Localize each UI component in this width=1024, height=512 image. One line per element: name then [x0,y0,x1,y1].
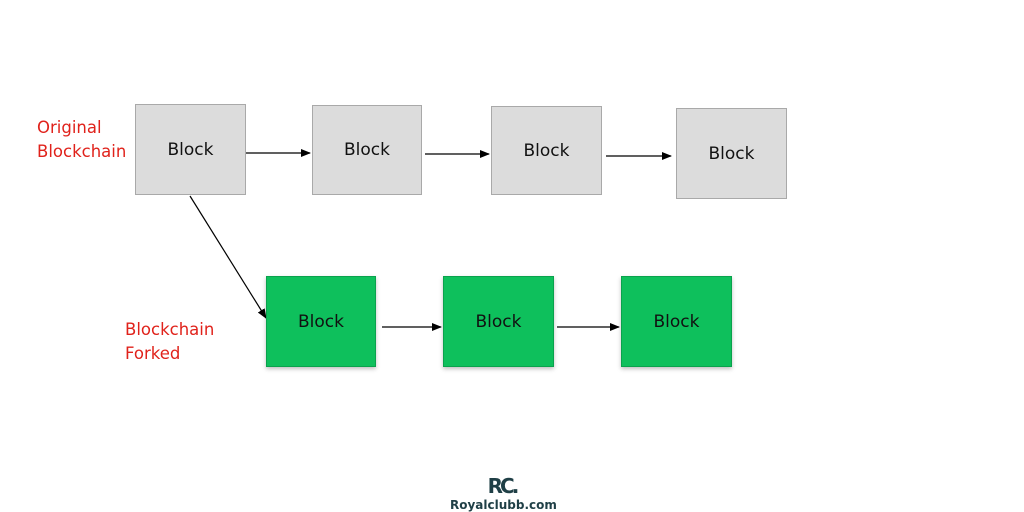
royalclubb-logo: RC. Royalclubb.com [450,474,557,512]
forked-block-3: Block [621,276,732,367]
block-label: Block [475,311,522,332]
forked-block-1: Block [266,276,376,367]
block-label: Block [708,143,755,164]
original-block-1: Block [135,104,246,195]
original-block-4: Block [676,108,787,199]
original-block-2: Block [312,105,422,195]
forked-blockchain-label: Blockchain Forked [125,320,215,363]
original-blockchain-label: Original Blockchain [37,118,127,161]
arrow-fork-branch [189,195,267,319]
logo-mark: RC. [487,474,520,498]
block-label: Block [523,140,570,161]
logo-text: Royalclubb.com [450,498,557,512]
forked-block-2: Block [443,276,554,367]
block-label: Block [298,311,344,332]
block-label: Block [344,140,390,160]
original-block-3: Block [491,106,602,195]
block-label: Block [167,139,214,160]
block-label: Block [653,311,700,332]
